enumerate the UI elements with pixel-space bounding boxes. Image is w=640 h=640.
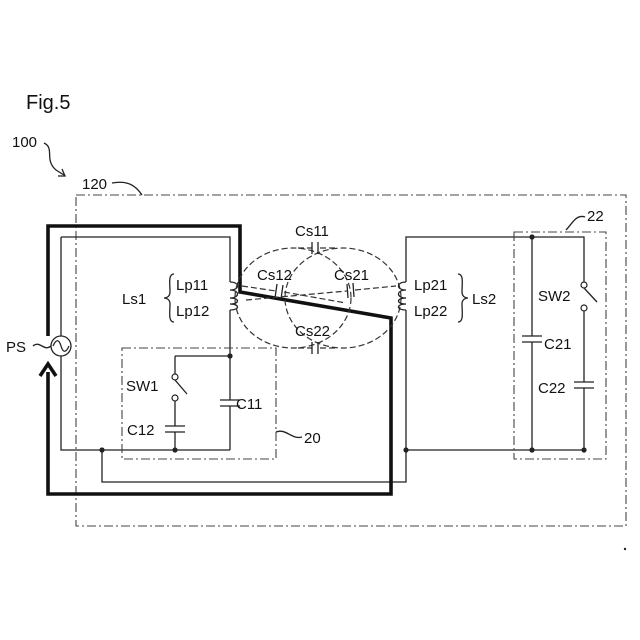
- label-ls2: Ls2: [472, 291, 496, 308]
- label-c22: C22: [538, 380, 566, 397]
- cs-ellipse-left: [235, 248, 351, 348]
- cs11-plates-icon: [312, 242, 318, 254]
- ref-120: 120: [82, 176, 107, 193]
- label-cs11: Cs11: [295, 223, 329, 240]
- junction-c12-bottom: [172, 447, 177, 452]
- left-top-wire: [61, 237, 230, 450]
- label-c11: C11: [236, 396, 262, 413]
- label-sw2: SW2: [538, 288, 571, 305]
- ps-leader: [33, 344, 51, 347]
- figure-title: Fig.5: [26, 92, 70, 114]
- ref-20: 20: [304, 430, 321, 447]
- label-c12: C12: [127, 422, 155, 439]
- ref-20-leader: [276, 431, 302, 437]
- sw1-blade-icon: [175, 380, 187, 394]
- c22-plates-icon: [574, 382, 594, 388]
- label-cs12: Cs12: [257, 267, 292, 284]
- coil-lp11-icon: [230, 282, 238, 298]
- return-wire: [102, 450, 406, 482]
- ref-100: 100: [12, 134, 37, 151]
- junction-right-bottom-left: [403, 447, 408, 452]
- coil-lp12-icon: [230, 298, 238, 310]
- sw1-contact-top: [172, 374, 178, 380]
- label-lp22: Lp22: [414, 303, 447, 320]
- coil-lp21-icon: [399, 282, 407, 298]
- ps-sine-icon: [53, 341, 69, 352]
- unit-120-boundary: [76, 195, 626, 526]
- label-c21: C21: [544, 336, 572, 353]
- cs12-lead-left: [242, 286, 276, 291]
- label-lp11: Lp11: [176, 277, 208, 294]
- left-top-run: [61, 237, 230, 282]
- c12-plates-icon: [165, 426, 185, 432]
- ref-22-leader: [566, 216, 585, 230]
- right-top-wire: [406, 237, 584, 282]
- label-cs22: Cs22: [295, 323, 330, 340]
- sw2-blade-icon: [584, 288, 597, 302]
- label-sw1: SW1: [126, 378, 159, 395]
- label-lp12: Lp12: [176, 303, 209, 320]
- corner-mark: [624, 548, 626, 550]
- cs22-plates-icon: [312, 342, 318, 354]
- label-ps: PS: [6, 339, 26, 356]
- ls1-brace-icon: [164, 274, 174, 322]
- ls2-brace-icon: [458, 274, 468, 322]
- ref-22: 22: [587, 208, 604, 225]
- label-cs21: Cs21: [334, 267, 369, 284]
- junction-c22-bottom: [581, 447, 586, 452]
- ref-100-leader: [44, 143, 64, 175]
- label-ls1: Ls1: [122, 291, 146, 308]
- label-lp21: Lp21: [414, 277, 447, 294]
- sw2-contact-bottom: [581, 305, 587, 311]
- sw2-contact-top: [581, 282, 587, 288]
- ref-120-leader: [112, 182, 142, 195]
- sw1-contact-bottom: [172, 395, 178, 401]
- coil-lp22-icon: [399, 298, 407, 310]
- cs21-lead-right: [355, 286, 396, 290]
- c21-plates-icon: [522, 336, 542, 342]
